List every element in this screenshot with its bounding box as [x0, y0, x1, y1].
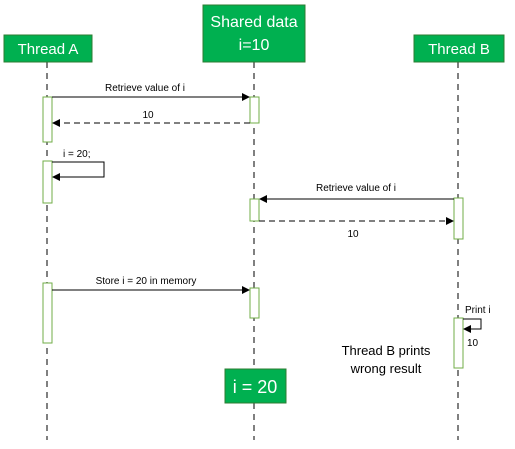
activation-bar: [249, 198, 260, 222]
return-label: 10: [142, 110, 154, 121]
participant-label: Thread A: [18, 41, 79, 58]
self-message-label: i = 20;: [63, 149, 91, 160]
result-note-line1: Thread B prints: [342, 343, 431, 358]
return-label: 10: [347, 229, 359, 240]
participant-thread-a: Thread A: [3, 34, 93, 63]
activation-bar: [42, 282, 53, 344]
participant-shared-data: Shared data i=10: [202, 4, 306, 63]
message-label: Store i = 20 in memory: [96, 276, 197, 287]
participant-label-line1: Shared data: [210, 14, 297, 31]
print-value-label: 10: [467, 338, 479, 349]
self-message-label: Print i: [465, 305, 491, 316]
activation-bar: [42, 96, 53, 143]
message-label: Retrieve value of i: [316, 183, 396, 194]
activation-bar: [249, 287, 260, 319]
activation-bar: [453, 197, 464, 240]
activation-bar: [453, 317, 464, 369]
activation-bar: [42, 160, 53, 204]
final-value-label: i = 20: [233, 377, 278, 397]
self-message-arrow: [463, 318, 482, 333]
activation-bar: [249, 96, 260, 124]
participant-thread-b: Thread B: [413, 34, 505, 63]
result-note-line2: wrong result: [350, 361, 422, 376]
self-message-arrow: [52, 161, 105, 181]
participant-label: Thread B: [428, 41, 490, 58]
final-value-box: i = 20: [224, 368, 287, 404]
message-label: Retrieve value of i: [105, 83, 185, 94]
participant-label-line2: i=10: [239, 37, 270, 54]
